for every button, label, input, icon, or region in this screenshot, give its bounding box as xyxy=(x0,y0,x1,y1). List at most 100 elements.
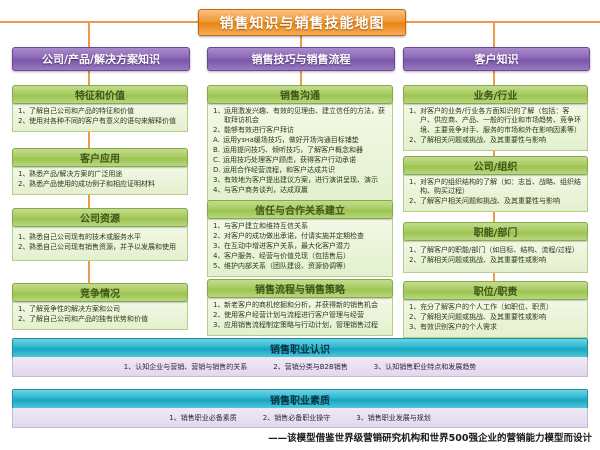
list-item: 2、熟悉自己公司现有销售资源，并予以发展和使用 xyxy=(18,243,183,252)
list-item: 1、与客户建立和维持互信关系 xyxy=(213,222,388,231)
card-competition-body: 1、了解竞争性的解决方案和公司 2、了解自己公司和产品的独有优势和价值 xyxy=(12,301,188,330)
item-number: 3、 xyxy=(213,320,225,329)
card-position-responsibility-title: 职位/职责 xyxy=(473,287,518,298)
card-function-department-title: 职能/部门 xyxy=(473,228,518,239)
list-item: 4、与客户商务谈判，达成双赢 xyxy=(213,186,388,195)
band-item: 2、营销分类与B2B销售 xyxy=(273,362,348,371)
list-item: 3、有效地为客户提出建议方案，进行演讲呈现、演示 xyxy=(213,176,388,185)
card-business-industry: 业务/行业 1、对客户的业务/行业各方面知识的了解（包括：客户、供应商、产品、一… xyxy=(403,85,588,151)
card-company-resources: 公司资源 1、熟悉自己公司现有的技术或服务水平 2、熟悉自己公司现有销售资源，并… xyxy=(12,208,188,261)
card-sales-process-strategy: 销售流程与销售策略 1、新老客户的商机挖掘和分析，并获得新的销售机会 2、使用客… xyxy=(207,279,393,336)
item-number: 5、 xyxy=(213,261,225,270)
connector-title-down xyxy=(300,34,302,47)
card-function-department-body: 1、了解客户的职能/部门（如目标、结构、流程/过程） 2、了解相关问题或挑战、及… xyxy=(403,240,588,273)
card-customer-application-body: 1、熟悉产品/解决方案的广泛用途 2、熟悉产品使用的成功例子和相应证明材料 xyxy=(12,166,188,195)
column-header-company-label: 公司/产品/解决方案知识 xyxy=(41,53,161,66)
item-number: 2、 xyxy=(213,126,225,135)
sub-list: A.运用узна缓场技巧，做好开场沟通目标铺垫 B.运用提问技巧、倾听技巧，了解… xyxy=(213,136,388,175)
item-number: 2、 xyxy=(213,231,225,240)
list-item: 3、应用销售流程制定策略与行动计划，管理销售过程 xyxy=(213,321,388,330)
card-company-resources-body: 1、熟悉自己公司现有的技术或服务水平 2、熟悉自己公司现有销售资源，并予以发展和… xyxy=(12,226,188,261)
item-number: B. xyxy=(213,146,221,155)
list-item: D.运用合作经营流程，和客户达成共识 xyxy=(213,166,388,175)
band-sales-career-awareness: 销售职业认识 1、认知企业与营销、营销与销售的关系 2、营销分类与B2B销售 3… xyxy=(12,338,588,377)
list-item: 2、了解相关问题或挑战、及其重要性与影响 xyxy=(409,136,583,145)
item-text: 运用提问技巧、倾听技巧，了解客户概念和器 xyxy=(223,146,363,155)
item-text: 熟悉自己公司现有销售资源，并予以发展和使用 xyxy=(29,242,176,251)
list-item: 2、使用客户经营计划与流程进行客户管理与经营 xyxy=(213,311,388,320)
band-item: 3、认知销售职业特点和发展趋势 xyxy=(373,362,477,371)
card-business-industry-body: 1、对客户的业务/行业各方面知识的了解（包括：客户、供应商、产品、一般的行业和市… xyxy=(403,103,588,151)
band-sales-career-quality-header: 销售职业素质 xyxy=(12,389,588,409)
item-number: 1、 xyxy=(18,233,30,241)
card-sales-process-strategy-header: 销售流程与销售策略 xyxy=(207,279,393,298)
column-header-customer[interactable]: 客户知识 xyxy=(403,47,590,71)
card-customer-application-header: 客户应用 xyxy=(12,148,188,167)
list-item: 5、维护内部关系（团队建设、资源协调等） xyxy=(213,262,388,271)
card-position-responsibility-body: 1、充分了解客户的个人工作（如职位、职责） 2、了解相关问题或挑战、及其重要性或… xyxy=(403,299,588,338)
item-number: 1、 xyxy=(18,107,30,115)
item-number: 2、 xyxy=(409,197,421,206)
item-text: 熟悉产品/解决方案的广泛用途 xyxy=(29,170,123,178)
item-text: 能够有效进行客户拜访 xyxy=(224,126,294,135)
connector-title-left xyxy=(0,21,198,23)
card-trust-cooperation: 信任与合作关系建立 1、与客户建立和维持互信关系 2、对客户的成功做出承诺，付请… xyxy=(207,200,393,277)
item-number: 2、 xyxy=(409,255,421,264)
item-text: 有效识别客户的个人需求 xyxy=(420,322,497,331)
card-customer-application: 客户应用 1、熟悉产品/解决方案的广泛用途 2、熟悉产品使用的成功例子和相应证明… xyxy=(12,148,188,195)
item-number: 1、 xyxy=(18,305,30,313)
item-text: 使用客户经营计划与流程进行客户管理与经营 xyxy=(224,310,364,319)
item-number: 1、 xyxy=(409,178,421,186)
list-item: A.运用узна缓场技巧，做好开场沟通目标铺垫 xyxy=(213,136,388,145)
item-text: 有效地为客户提出建议方案，进行演讲呈现、演示 xyxy=(224,175,378,184)
column-header-company[interactable]: 公司/产品/解决方案知识 xyxy=(12,47,190,71)
item-text: 了解竞争性的解决方案和公司 xyxy=(29,305,120,313)
card-company-resources-title: 公司资源 xyxy=(80,214,120,225)
card-company-organization-title: 公司/组织 xyxy=(473,162,518,173)
card-features-value-title: 特征和价值 xyxy=(75,91,125,102)
card-business-industry-title: 业务/行业 xyxy=(473,91,518,102)
item-text: 了解相关问题或挑战、及其重要性与影响 xyxy=(420,135,546,144)
item-text: 充分了解客户的个人工作（如职位、职责） xyxy=(420,303,553,311)
card-sales-process-strategy-title: 销售流程与销售策略 xyxy=(255,285,345,296)
list-item: 3、在互动中增进客户关系，最大化客户潜力 xyxy=(213,242,388,251)
item-text: 了解客户的职能/部门（如目标、结构、流程/过程） xyxy=(420,246,579,254)
item-text: 对客户的组织结构的了解（如：志旨、战略、组织结构、购买过程） xyxy=(420,178,581,196)
item-number: 4、 xyxy=(213,251,225,260)
column-header-skills[interactable]: 销售技巧与销售流程 xyxy=(207,47,395,71)
card-competition-title: 竞争情况 xyxy=(80,289,120,300)
item-number: 1、 xyxy=(213,301,225,309)
item-number: 4、 xyxy=(213,185,225,194)
item-text: 了解相关问题或挑战、及其重要性或影响 xyxy=(420,312,546,321)
card-position-responsibility: 职位/职责 1、充分了解客户的个人工作（如职位、职责） 2、了解相关问题或挑战、… xyxy=(403,281,588,338)
item-number: 3、 xyxy=(409,322,421,331)
item-text: 对客户的成功做出承诺，付请实施并定期检查 xyxy=(224,231,364,240)
item-text: 应用销售流程制定策略与行动计划，管理销售过程 xyxy=(224,320,378,329)
card-function-department: 职能/部门 1、了解客户的职能/部门（如目标、结构、流程/过程） 2、了解相关问… xyxy=(403,222,588,273)
item-number: 2、 xyxy=(409,312,421,321)
item-number: 1、 xyxy=(213,222,225,230)
card-business-industry-header: 业务/行业 xyxy=(403,85,588,104)
item-number: 1、 xyxy=(409,303,421,311)
list-item: 3、有效识别客户的个人需求 xyxy=(409,323,583,332)
card-sales-communication-title: 销售沟通 xyxy=(280,91,320,102)
list-item: 2、了解自己公司和产品的独有优势和价值 xyxy=(18,315,183,324)
item-text: 运用激发兴趣、有效的见理由、建立信任的方法，获取拜访机会 xyxy=(224,107,385,125)
item-number: A. xyxy=(213,136,220,145)
card-features-value-header: 特征和价值 xyxy=(12,85,188,104)
item-text: 了解客户相关问题和挑战、及其重要性与影响 xyxy=(420,197,560,206)
card-trust-cooperation-body: 1、与客户建立和维持互信关系 2、对客户的成功做出承诺，付请实施并定期检查 3、… xyxy=(207,218,393,277)
item-text: 运用合作经营流程，和客户达成共识 xyxy=(223,165,335,174)
list-item: 2、使用对各种不同的客户有意义的语句来解释价值 xyxy=(18,117,183,126)
list-item: 1、了解竞争性的解决方案和公司 xyxy=(18,305,183,314)
band-sales-career-awareness-body: 1、认知企业与营销、营销与销售的关系 2、营销分类与B2B销售 3、认知销售职业… xyxy=(12,357,588,377)
band-item: 1、销售职业必备素质 xyxy=(169,413,237,422)
item-number: C. xyxy=(213,156,221,165)
list-item: 1、对客户的业务/行业各方面知识的了解（包括：客户、供应商、产品、一般的行业和市… xyxy=(409,107,583,135)
card-sales-process-strategy-body: 1、新老客户的商机挖掘和分析，并获得新的销售机会 2、使用客户经营计划与流程进行… xyxy=(207,297,393,336)
list-item: B.运用提问技巧、倾听技巧，了解客户概念和器 xyxy=(213,146,388,155)
card-sales-communication-body: 1、运用激发兴趣、有效的见理由、建立信任的方法，获取拜访机会 2、能够有效进行客… xyxy=(207,103,393,201)
card-customer-application-title: 客户应用 xyxy=(80,154,120,165)
connector-title-right xyxy=(404,21,600,23)
